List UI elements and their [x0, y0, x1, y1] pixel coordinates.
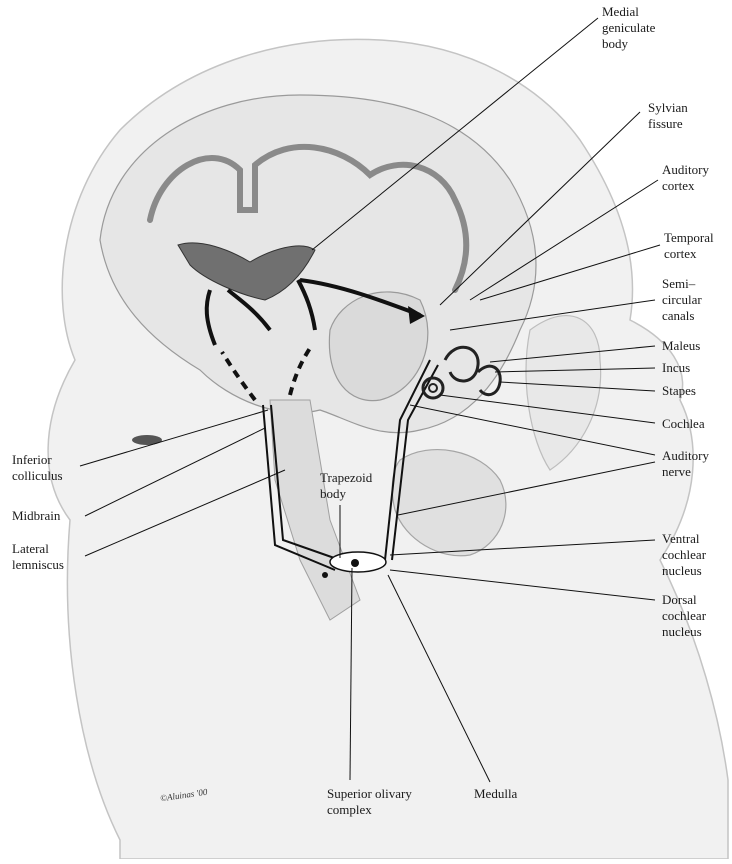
label-trapezoid-body: Trapezoid body [320, 470, 372, 502]
label-superior-olivary-complex: Superior olivary complex [327, 786, 412, 818]
label-dorsal-cochlear-nucleus: Dorsal cochlear nucleus [662, 592, 706, 640]
label-ventral-cochlear-nucleus: Ventral cochlear nucleus [662, 531, 706, 579]
label-lateral-lemniscus: Lateral lemniscus [12, 541, 64, 573]
label-malleus: Maleus [662, 338, 700, 354]
label-inferior-colliculus: Inferior colliculus [12, 452, 63, 484]
label-incus: Incus [662, 360, 690, 376]
label-sylvian-fissure: Sylvian fissure [648, 100, 688, 132]
label-midbrain: Midbrain [12, 508, 60, 524]
label-auditory-nerve: Auditory nerve [662, 448, 709, 480]
label-temporal-cortex: Temporal cortex [664, 230, 714, 262]
label-cochlea: Cochlea [662, 416, 705, 432]
nucleus-dot [322, 572, 328, 578]
label-stapes: Stapes [662, 383, 696, 399]
label-semicircular-canals: Semi– circular canals [662, 276, 702, 324]
left-nerve-ellipse [132, 435, 162, 445]
label-medial-geniculate-body: Medial geniculate body [602, 4, 655, 52]
label-auditory-cortex: Auditory cortex [662, 162, 709, 194]
olivary-dot [351, 559, 359, 567]
label-medulla: Medulla [474, 786, 517, 802]
